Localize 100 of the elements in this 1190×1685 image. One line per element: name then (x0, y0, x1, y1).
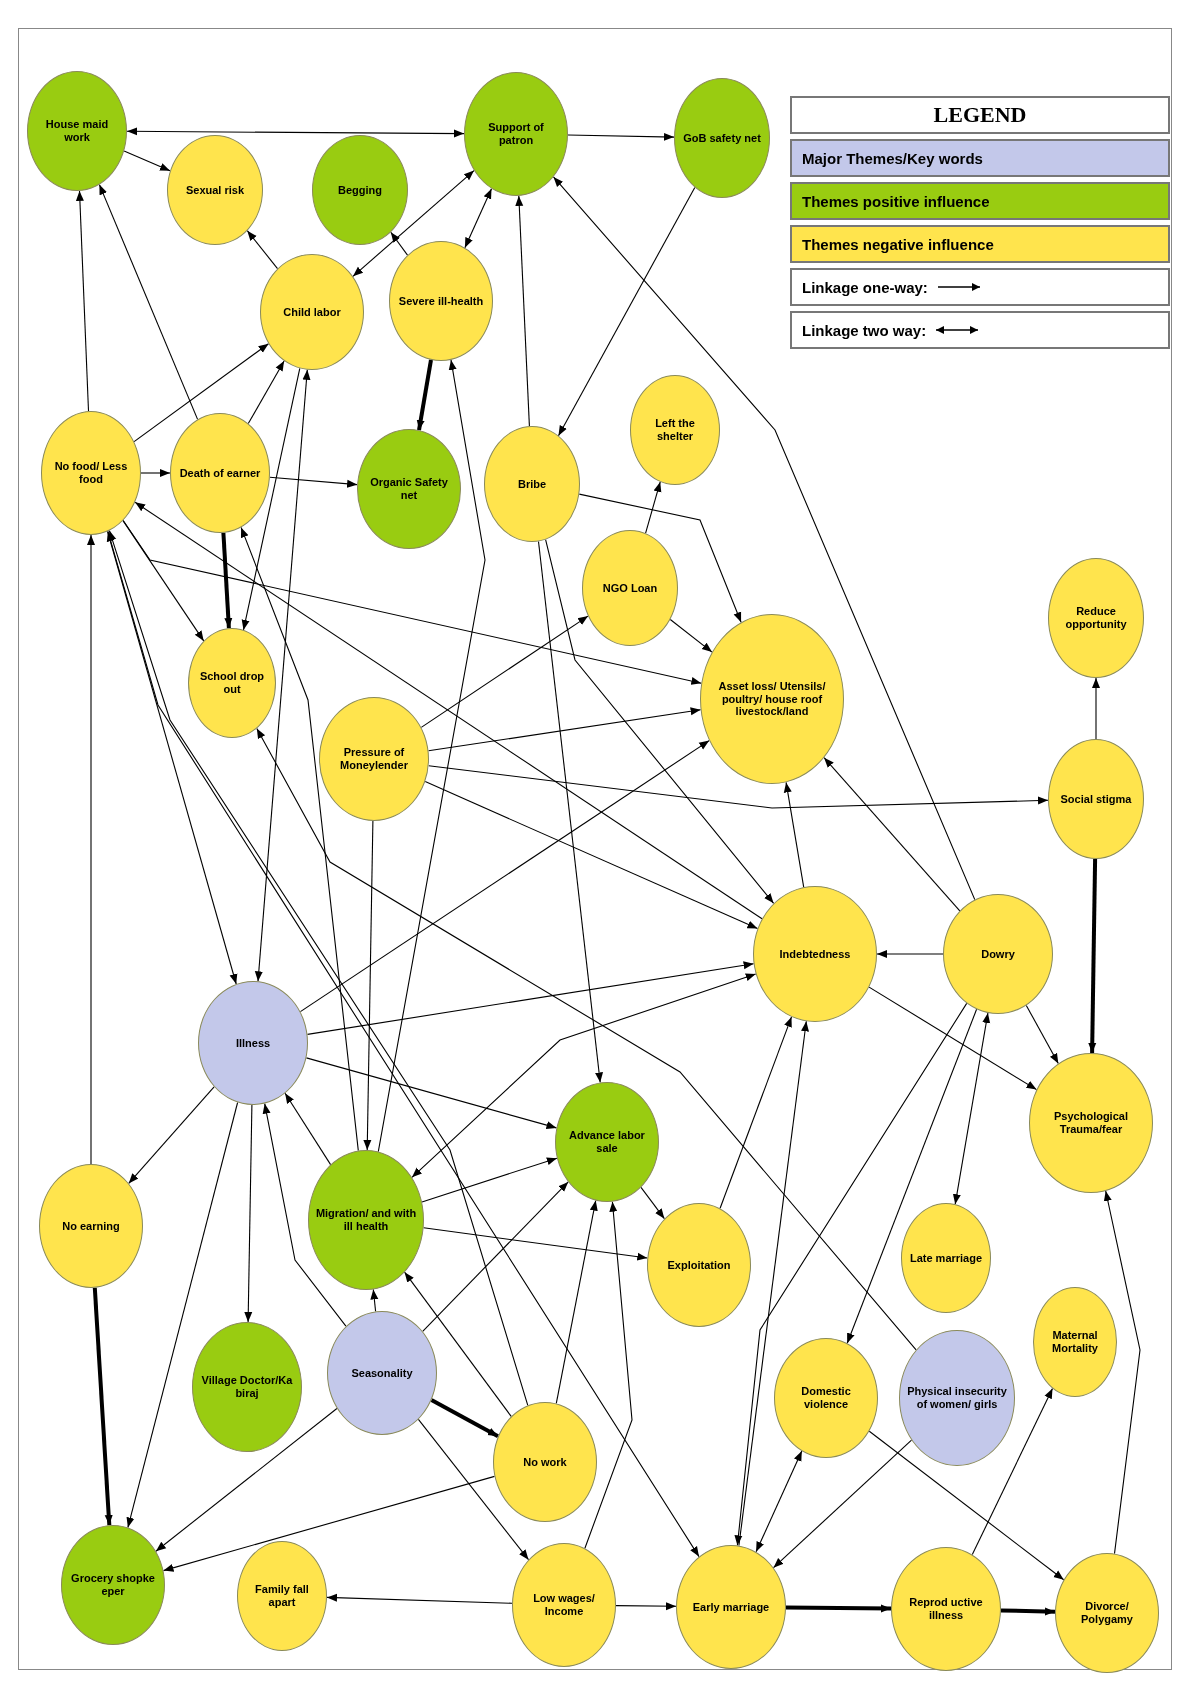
arrow (427, 707, 702, 752)
arrow (952, 1012, 991, 1205)
arrow (1092, 677, 1100, 740)
node-text: Advance labor sale (568, 1129, 646, 1155)
arrow (108, 530, 529, 1406)
arrow (92, 1287, 113, 1526)
node-text: Divorce/ Polygamy (1080, 1600, 1134, 1626)
arrow (326, 1593, 513, 1604)
arrow (1000, 1607, 1056, 1616)
arrow (75, 190, 90, 412)
arrow (555, 1200, 598, 1404)
arrow (783, 781, 805, 888)
arrow (306, 961, 755, 1035)
arrow (98, 184, 199, 420)
node-text: Child labor (283, 305, 341, 319)
node-text: Late marriage (909, 1251, 983, 1265)
arrow (557, 186, 696, 437)
node-text: House maid work (44, 118, 110, 144)
arrow (411, 973, 757, 1178)
arrow (422, 1181, 569, 1332)
arrow (755, 1450, 803, 1553)
arrow (868, 986, 1038, 1091)
arrow (262, 1103, 347, 1327)
legend-text: Themes negative influence (802, 235, 994, 253)
arrow (269, 476, 358, 488)
arrow (428, 765, 1049, 809)
arrow (133, 343, 270, 443)
node-text: Asset loss/ Utensils/ poultry/ house roof livestock/land (717, 680, 827, 718)
arrow (423, 1227, 648, 1261)
arrow (246, 230, 279, 270)
node-text: No food/ Less food (53, 460, 129, 486)
arrow (256, 727, 917, 1351)
node-text: Left the shelter (654, 417, 696, 443)
arrow (545, 539, 775, 904)
arrow (126, 1101, 239, 1529)
node-text: Migration/ and with ill health (315, 1207, 417, 1233)
legend-heading: LEGEND (790, 96, 1170, 134)
arrow (305, 1057, 558, 1130)
legend-text: Linkage two way: (802, 321, 927, 339)
arrow (734, 1002, 968, 1546)
node-text: Illness (235, 1036, 271, 1050)
arrow (645, 481, 662, 534)
theme-circle (170, 413, 270, 533)
arrow (107, 530, 238, 985)
node-text: GoB safety net (683, 131, 761, 145)
arrow (537, 540, 604, 1084)
arrow (352, 170, 475, 277)
arrow (430, 1398, 499, 1439)
node-text: Support of patron (487, 121, 545, 147)
node-text: Low wages/ Income (532, 1592, 596, 1618)
arrow (615, 1602, 677, 1611)
arrow (240, 526, 359, 1152)
arrow (424, 781, 759, 930)
arrow (823, 757, 961, 912)
arrow (370, 1288, 379, 1312)
node-text: Indebtedness (779, 947, 851, 961)
arrow (846, 1008, 978, 1344)
arrow (87, 534, 95, 1165)
node-text: Reprod uctive illness (908, 1596, 984, 1622)
arrow (247, 360, 285, 425)
arrow (464, 188, 493, 249)
arrow (123, 150, 171, 172)
node-text: Pressure of Moneylender (339, 746, 409, 772)
legend-text: Linkage one-way: (802, 278, 928, 296)
legend-text: Major Themes/Key words (802, 149, 983, 167)
arrow (106, 530, 700, 1558)
arrow (738, 1020, 809, 1547)
node-text: Grocery shopke eper (70, 1572, 156, 1598)
arrow (578, 493, 742, 623)
arrow (417, 1418, 530, 1561)
node-text: Psychological Trauma/fear (1053, 1110, 1129, 1136)
arrow (584, 1201, 633, 1549)
arrow (390, 231, 409, 256)
node-text: School drop out (198, 670, 266, 696)
node-text: Bribe (517, 477, 547, 491)
arrow (1088, 858, 1098, 1054)
arrow (162, 1475, 496, 1572)
node-text: Seasonality (351, 1366, 413, 1380)
arrow (155, 1407, 338, 1552)
node-text: Dowry (981, 947, 1015, 961)
arrow (421, 1157, 558, 1203)
node-text: Severe ill-health (398, 294, 484, 308)
arrow (719, 1016, 793, 1209)
node-text: Sexual risk (185, 183, 245, 197)
arrow (122, 520, 205, 642)
node-text: Maternal Mortality (1051, 1329, 1099, 1355)
arrow (971, 1387, 1054, 1556)
node-text: Social stigma (1060, 792, 1132, 806)
arrow (254, 369, 311, 982)
legend-text: Themes positive influence (802, 192, 990, 210)
arrow (1103, 1190, 1141, 1555)
arrow (221, 532, 233, 629)
node-text: Death of earner (179, 466, 261, 480)
node-text: Domestic violence (800, 1385, 852, 1411)
arrow (241, 367, 301, 631)
arrow (134, 501, 763, 920)
arrow (876, 950, 944, 958)
node-text: Village Doctor/Ka biraj (200, 1374, 294, 1400)
arrow (1025, 1004, 1059, 1065)
node-text: Physical insecurity of women/ girls (906, 1385, 1008, 1411)
